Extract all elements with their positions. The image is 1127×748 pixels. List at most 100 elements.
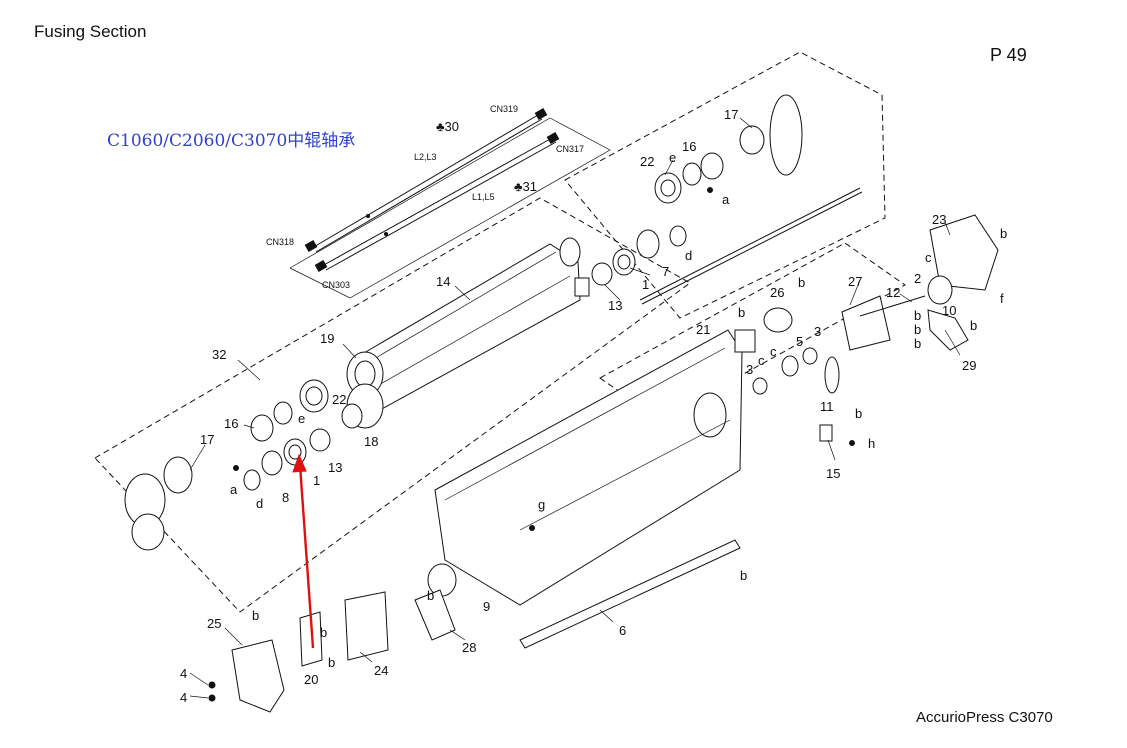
bearing-13-right [591, 262, 613, 286]
callout-b-15: b [855, 406, 862, 421]
shaft-12 [859, 295, 926, 317]
plate-29 [927, 309, 969, 351]
callout-b-21: b [738, 305, 745, 320]
callout-f: f [1000, 291, 1004, 306]
shutter-6 [519, 539, 741, 649]
annotation-text: C1060/C2060/C3070中辊轴承 [107, 131, 356, 151]
callout-24: 24 [374, 663, 388, 678]
callout-13-left: 13 [328, 460, 342, 475]
clip-d-right [669, 225, 687, 247]
bearing-22-right [654, 172, 682, 204]
callout-h: h [868, 436, 875, 451]
connector-cn318: CN318 [266, 237, 294, 247]
ring-e-right [682, 162, 702, 186]
callout-9: 9 [483, 599, 490, 614]
callout-b-27-upper: b [914, 308, 921, 323]
callout-26: 26 [770, 285, 784, 300]
callout-12: 12 [886, 285, 900, 300]
group-outline-32 [94, 197, 691, 613]
callout-c-mid: c [770, 344, 777, 359]
clip-d-left [243, 469, 261, 491]
callout-21: 21 [696, 322, 710, 337]
bracket-20 [299, 611, 323, 667]
plate-17-left [163, 456, 193, 494]
callout-c-left: c [758, 353, 765, 368]
connector-cn317: CN317 [556, 144, 584, 154]
upper-right-assembly [639, 94, 863, 305]
callout-b-20: b [320, 625, 327, 640]
model-name: AccurioPress C3070 [916, 709, 1053, 726]
callout-18: 18 [364, 434, 378, 449]
callout-2: 2 [914, 271, 921, 286]
callout-a-left: a [230, 482, 238, 497]
group-outline-right-drive [599, 242, 906, 421]
gear-7 [636, 229, 660, 259]
left-bearing-stack [124, 379, 331, 551]
callout-25: 25 [207, 616, 221, 631]
solenoid-26 [763, 307, 793, 333]
callout-b-23: b [1000, 226, 1007, 241]
callout-4-lower: 4 [180, 690, 187, 705]
leader-lines [189, 117, 961, 699]
bearing-1-left [283, 438, 307, 466]
right-drive-unit [734, 214, 999, 442]
bracket-15 [819, 424, 833, 442]
ring-e-left [273, 401, 293, 425]
callout-8: 8 [282, 490, 289, 505]
callout-b-29: b [970, 318, 977, 333]
callout-19: 19 [320, 331, 334, 346]
callout-7: 7 [662, 264, 669, 279]
wire-harness-31 [314, 132, 560, 272]
section-title: Fusing Section [34, 22, 147, 41]
cover-24 [344, 591, 389, 661]
callout-b-28: b [427, 588, 434, 603]
callout-29: 29 [962, 358, 976, 373]
lower-assembly [208, 440, 855, 713]
callout-15: 15 [826, 466, 840, 481]
callout-b-25: b [252, 608, 259, 623]
bearing-22-left [299, 379, 329, 413]
callout-3-right: 3 [814, 324, 821, 339]
connector-cn319: CN319 [490, 104, 518, 114]
main-frame-plate [434, 329, 743, 606]
bearing-16-left [250, 414, 274, 442]
callout-30: ♣30 [436, 119, 459, 134]
right-bearing-stack [591, 225, 687, 286]
gear-2 [927, 275, 953, 305]
callout-a-right: a [722, 192, 730, 207]
frame-right-end [769, 94, 803, 176]
callout-22-left: 22 [332, 392, 346, 407]
motor-25 [231, 639, 285, 713]
callout-11: 11 [820, 399, 834, 414]
callout-1-right: 1 [642, 277, 649, 292]
callout-6: 6 [619, 623, 626, 638]
callout-e-right: e [669, 150, 676, 165]
plate-17-right [739, 125, 765, 155]
guide-rod [639, 187, 861, 301]
callout-b-6: b [740, 568, 747, 583]
callout-1-left: 1 [313, 473, 320, 488]
bracket-21 [734, 329, 756, 353]
callout-22-right: 22 [640, 154, 654, 169]
callout-32: 32 [212, 347, 226, 362]
highlight-arrow [292, 453, 315, 649]
callout-23: 23 [932, 212, 946, 227]
bearing-13-left [309, 428, 331, 452]
gear-11 [824, 356, 840, 394]
callout-27: 27 [848, 274, 862, 289]
callout-28: 28 [462, 640, 476, 655]
bearing-16-right [700, 152, 724, 180]
callout-13-right: 13 [608, 298, 622, 313]
gear-5 [781, 355, 799, 377]
callout-17-right: 17 [724, 107, 738, 122]
callout-5: 5 [796, 334, 803, 349]
callout-g: g [538, 497, 545, 512]
plate-28 [414, 589, 456, 641]
callout-c-right: c [925, 250, 932, 265]
harness-box-outline [289, 117, 611, 299]
callout-b-27-lower: b [914, 322, 921, 337]
callout-b-24: b [328, 655, 335, 670]
harness-label-l1l5: L1,L5 [472, 192, 495, 202]
callout-16-left: 16 [224, 416, 238, 431]
